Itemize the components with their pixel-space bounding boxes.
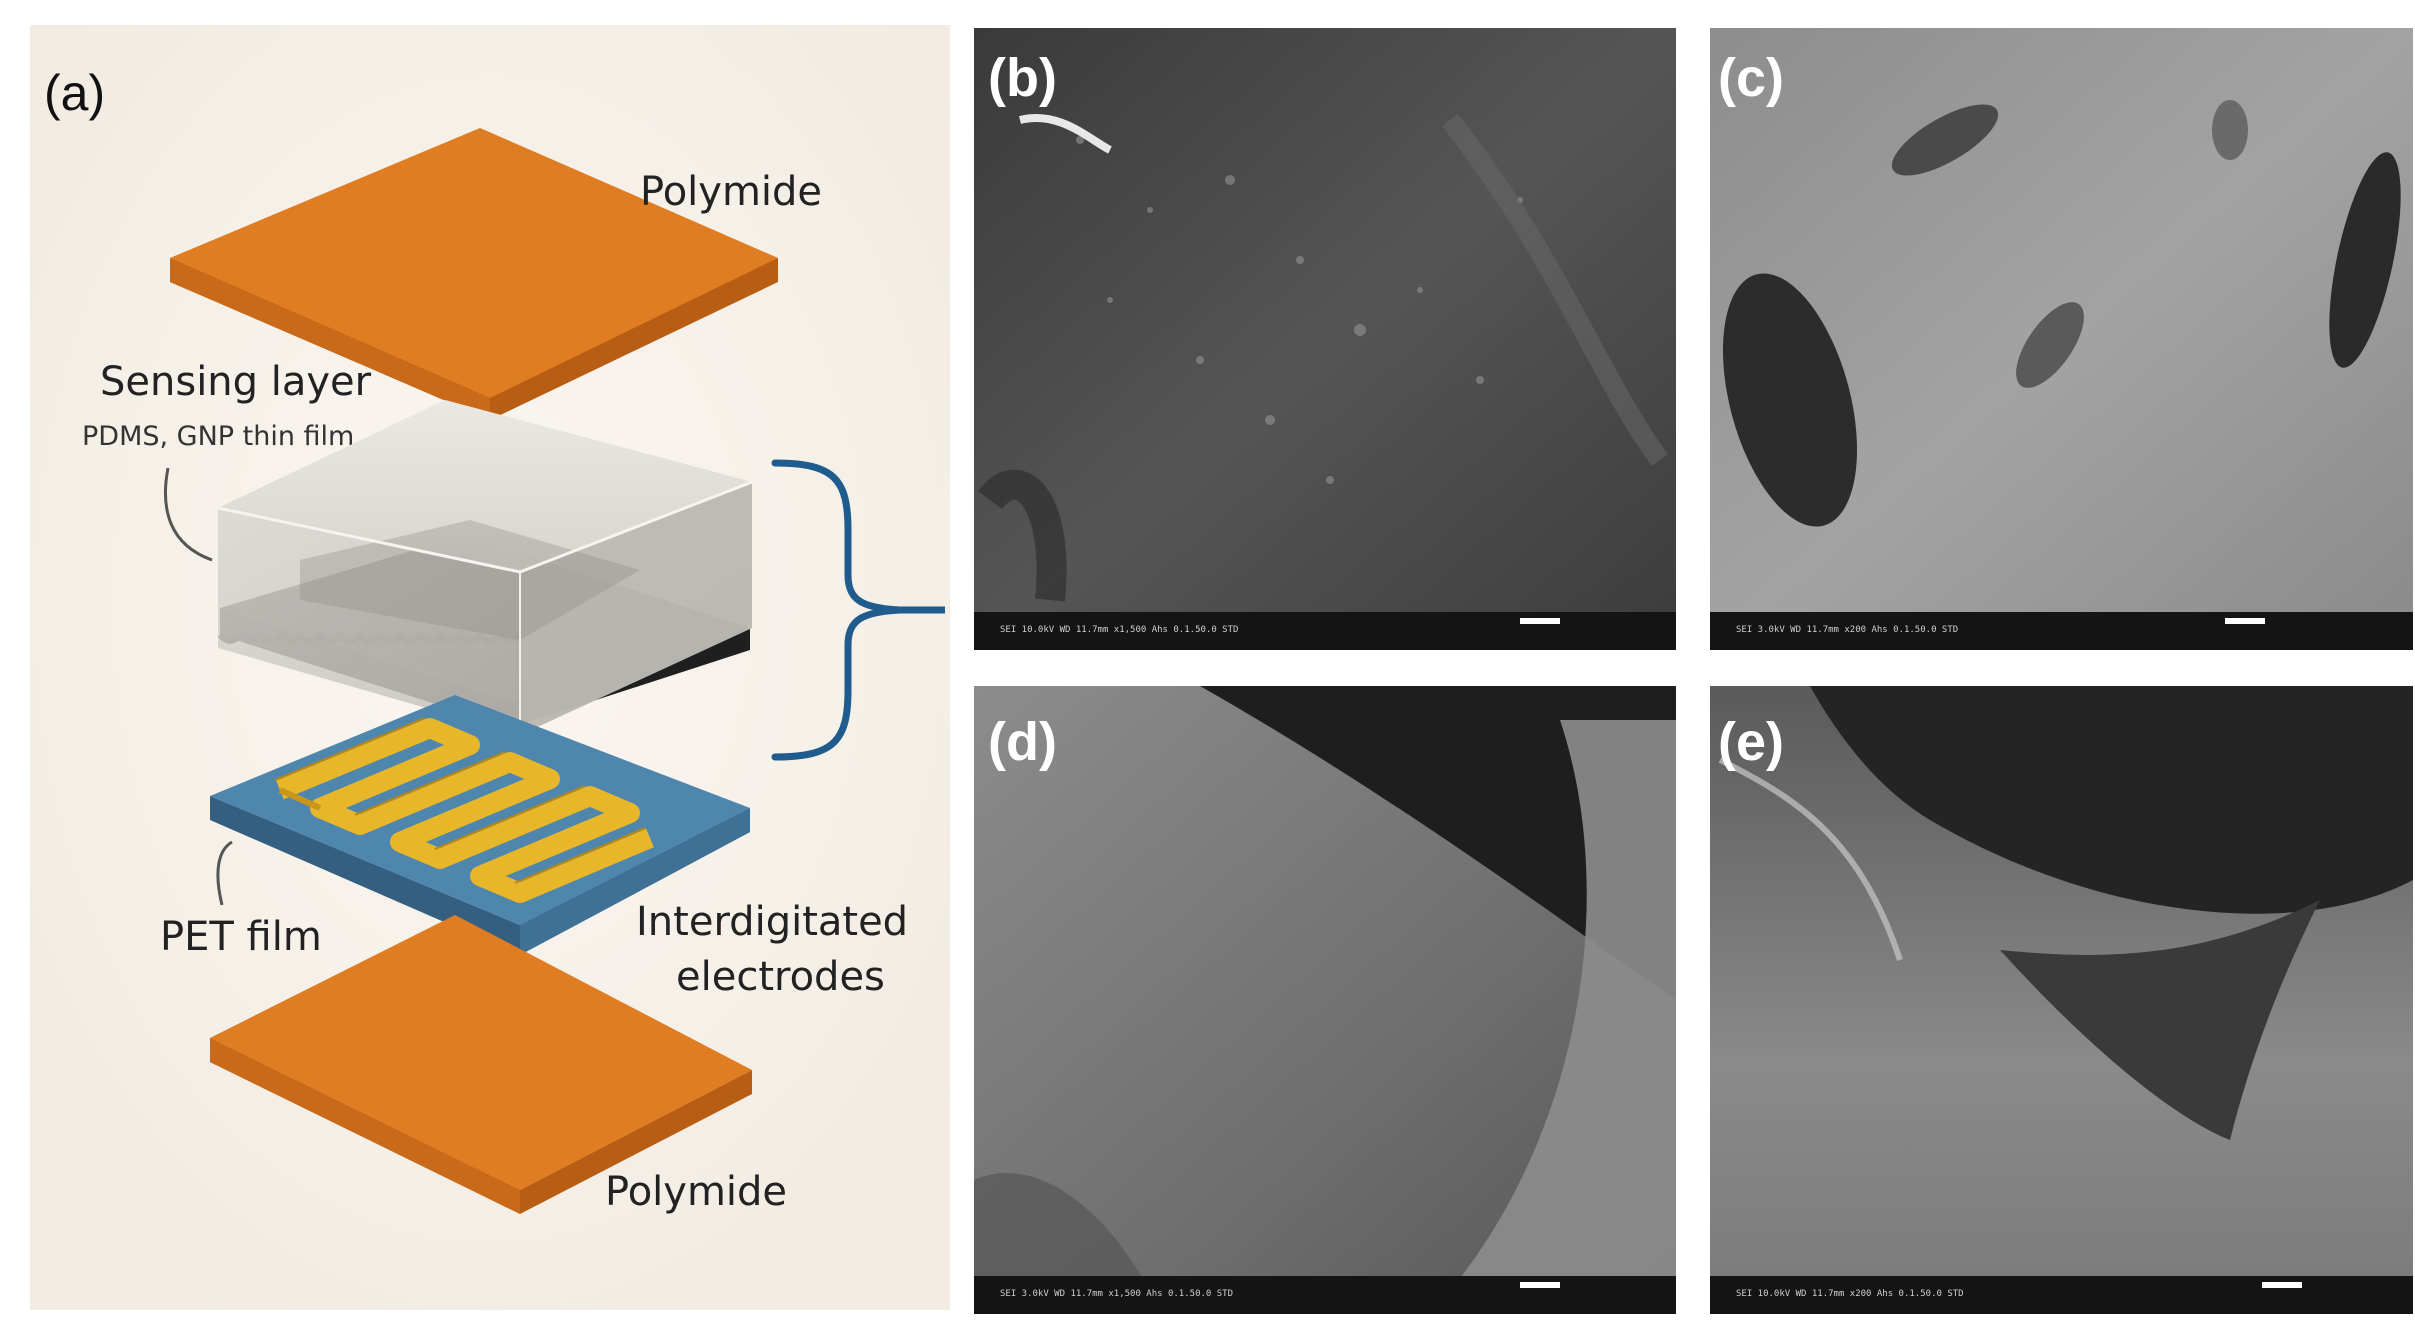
electrodes-label-line1: Interdigitated — [636, 899, 908, 945]
top-polymide-layer — [170, 128, 778, 420]
panel-c-info-bar — [1710, 612, 2413, 650]
panel-e-label: (e) — [1718, 712, 1784, 772]
interdigitated-electrodes — [276, 718, 654, 903]
svg-text:SEI 3.0kV WD 11.7mm x1,50: SEI 3.0kV WD 11.7mm x1,500 Ahs 0.1.50.0 … — [1000, 1289, 1233, 1299]
svg-text:SEI 10.0kV WD 11.7mm x1,5: SEI 10.0kV WD 11.7mm x1,500 Ahs 0.1.50.0… — [1000, 625, 1238, 635]
svg-text:SEI 3.0kV WD 11.7mm x200: SEI 3.0kV WD 11.7mm x200 Ahs 0.1.50.0 ST… — [1736, 625, 1958, 635]
pdms-sensing-box — [217, 400, 753, 735]
panel-a-label: (a) — [44, 65, 105, 121]
electrode-finger-outlines — [274, 717, 646, 884]
sensing-layer-leader-line — [164, 467, 213, 562]
pet-film-leader-line — [216, 840, 233, 906]
panel-d-label: (d) — [988, 712, 1057, 772]
sensing-layer-label: Sensing layer — [100, 359, 372, 405]
svg-text:SEI 10.0kV WD 11.7mm x200: SEI 10.0kV WD 11.7mm x200 Ahs 0.1.50.0 S… — [1736, 1289, 1964, 1299]
pet-film-label: PET film — [160, 914, 322, 960]
sensing-layer-sublabel: PDMS, GNP thin film — [82, 421, 354, 452]
bottom-polymide-layer — [210, 915, 752, 1214]
bottom-polymide-label: Polymide — [605, 1169, 787, 1215]
panel-c-sem-image: SEI 3.0kV WD 11.7mm x200 Ahs 0.1.50.0 ST… — [1710, 28, 2413, 650]
panel-b-sem-image: SEI 10.0kV WD 11.7mm x1,500 Ahs 0.1.50.0… — [974, 28, 1676, 650]
panel-e-sem-image: SEI 10.0kV WD 11.7mm x200 Ahs 0.1.50.0 S… — [1710, 686, 2413, 1314]
panel-b-label: (b) — [988, 48, 1057, 108]
panel-c-label: (c) — [1718, 48, 1784, 108]
panel-a: (a) Polymide Sensing layer PDMS, GNP thi… — [30, 25, 950, 1310]
top-polymide-label: Polymide — [640, 169, 822, 215]
electrodes-label-line2: electrodes — [676, 954, 885, 1000]
panel-d-sem-image: SEI 3.0kV WD 11.7mm x1,500 Ahs 0.1.50.0 … — [974, 686, 1676, 1314]
